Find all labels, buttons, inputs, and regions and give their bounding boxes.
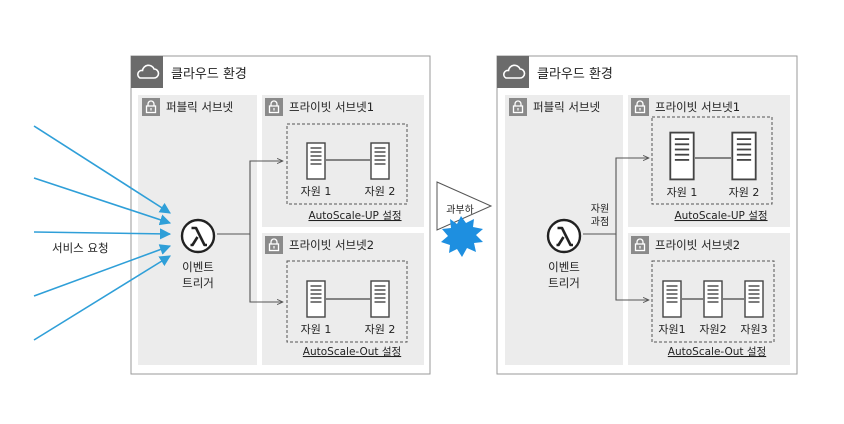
trigger-label-line1: 이벤트 xyxy=(182,260,214,274)
lambda-icon xyxy=(180,218,216,254)
trigger-to-subnet1-arrow xyxy=(583,158,649,235)
right-cloud-environment: 클라우드 환경 퍼블릭 서브넷 프라이빗 서브넷1 자원 1 자원 2 Auto… xyxy=(496,55,798,375)
trigger-label-line2: 트리거 xyxy=(182,276,214,290)
lock-icon xyxy=(265,98,283,116)
server-label: 자원 2 xyxy=(365,323,396,336)
resource-excess-line2: 과점 xyxy=(591,216,609,228)
autoscale-out-group xyxy=(651,260,775,343)
cloud-title: 클라우드 환경 xyxy=(537,67,613,82)
lambda-icon xyxy=(546,218,582,254)
public-subnet-label: 퍼블릭 서브넷 xyxy=(166,100,233,114)
server-label: 자원 1 xyxy=(667,186,698,199)
server-icon xyxy=(370,280,390,318)
server-icon xyxy=(306,280,326,318)
service-request-arrows xyxy=(33,125,172,341)
autoscale-out-group xyxy=(286,260,408,343)
server-label: 자원 1 xyxy=(301,185,332,198)
private-subnet-2-label: 프라이빗 서브넷2 xyxy=(289,238,374,252)
server-label: 자원 2 xyxy=(729,186,760,199)
autoscale-up-group xyxy=(651,116,773,205)
cloud-icon xyxy=(497,56,529,88)
private-subnet-2-label: 프라이빗 서브넷2 xyxy=(655,238,740,252)
autoscale-up-group xyxy=(286,123,408,205)
server-label: 자원 2 xyxy=(365,185,396,198)
trigger-label-line2: 트리거 xyxy=(548,276,580,290)
server-icon-large xyxy=(669,131,695,181)
private-subnet-1-label: 프라이빗 서브넷1 xyxy=(655,100,740,114)
overload-burst-icon xyxy=(441,216,483,257)
overload-label: 과부하 xyxy=(446,203,474,216)
server-label: 자원1 xyxy=(658,323,685,336)
autoscale-out-link[interactable]: AutoScale-Out 설정 xyxy=(668,346,766,358)
resource-excess-line1: 자원 xyxy=(591,203,609,215)
trigger-to-subnet1-arrow xyxy=(217,161,283,235)
server-icon xyxy=(662,280,682,318)
server-icon-large xyxy=(731,131,757,181)
server-icon xyxy=(370,142,390,180)
overload-arrow: 과부하 xyxy=(436,181,493,257)
lock-icon xyxy=(142,98,160,116)
private-subnet-1-label: 프라이빗 서브넷1 xyxy=(289,100,374,114)
left-cloud-environment: 클라우드 환경 퍼블릭 서브넷 프라이빗 서브넷1 자원 1 자원 2 Auto… xyxy=(130,55,431,375)
autoscale-up-link[interactable]: AutoScale-UP 설정 xyxy=(308,210,401,222)
private-subnet-1-panel xyxy=(262,95,424,227)
cloud-title: 클라우드 환경 xyxy=(171,67,247,82)
trigger-to-subnet2-arrow xyxy=(249,234,283,302)
public-subnet-label: 퍼블릭 서브넷 xyxy=(533,100,600,114)
trigger-to-subnet2-arrow xyxy=(615,234,649,300)
server-icon xyxy=(744,280,764,318)
trigger-label-line1: 이벤트 xyxy=(548,260,580,274)
server-icon xyxy=(306,142,326,180)
server-label: 자원2 xyxy=(699,323,726,336)
cloud-icon xyxy=(131,56,163,88)
server-label: 자원 1 xyxy=(301,323,332,336)
lock-icon xyxy=(265,236,283,254)
overload-arrow-shape xyxy=(436,181,493,231)
lock-icon xyxy=(509,98,527,116)
autoscale-out-link[interactable]: AutoScale-Out 설정 xyxy=(303,346,401,358)
lock-icon xyxy=(631,98,649,116)
autoscale-up-link[interactable]: AutoScale-UP 설정 xyxy=(674,210,767,222)
service-request-label: 서비스 요청 xyxy=(52,241,109,255)
lock-icon xyxy=(631,236,649,254)
server-label: 자원3 xyxy=(740,323,767,336)
server-icon xyxy=(703,280,723,318)
